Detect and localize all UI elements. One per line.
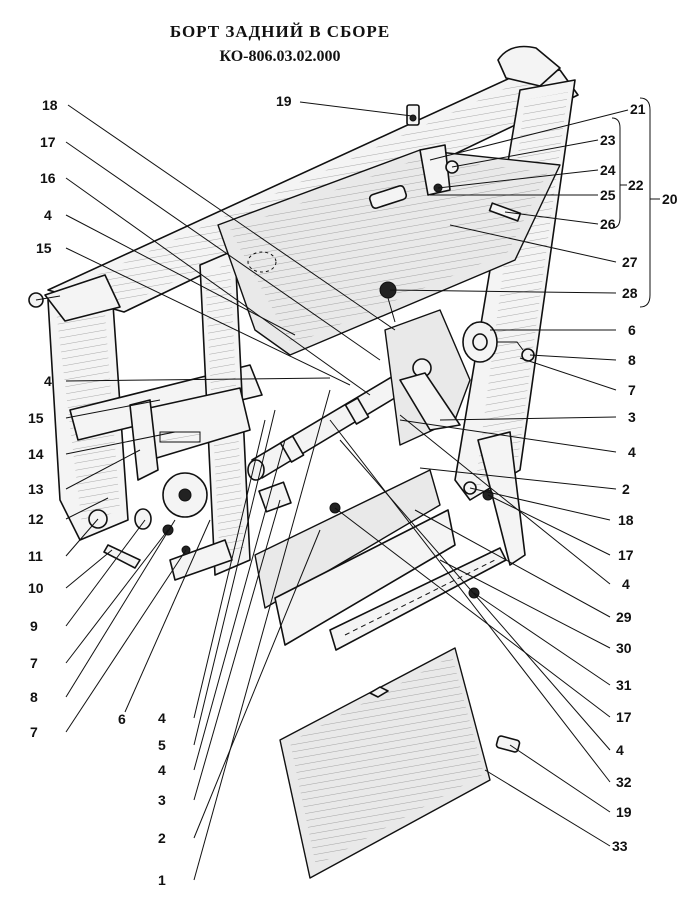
callout-top-19: 19 xyxy=(276,93,292,109)
top-cover-plate xyxy=(217,144,561,356)
callout-left-16: 16 xyxy=(40,170,56,186)
callout-right-29: 29 xyxy=(616,609,632,625)
left-mechanism xyxy=(88,387,292,581)
callout-left-8: 8 xyxy=(30,689,38,705)
callout-left-18: 18 xyxy=(42,97,58,113)
callout-left-9: 9 xyxy=(30,618,38,634)
callout-right-19: 19 xyxy=(616,804,632,820)
callout-left-17: 17 xyxy=(40,134,56,150)
callout-left-4b: 4 xyxy=(44,373,52,389)
callout-left-4a: 4 xyxy=(44,207,52,223)
callout-right-4c: 4 xyxy=(616,742,624,758)
callout-labels: 18 17 16 4 15 4 15 14 13 12 11 10 9 7 8 … xyxy=(28,93,678,888)
callout-left-13: 13 xyxy=(28,481,44,497)
callout-right-32: 32 xyxy=(616,774,632,790)
callout-bottom-5: 5 xyxy=(158,737,166,753)
diagram-title: БОРТ ЗАДНИЙ В СБОРЕ xyxy=(169,22,391,41)
callout-left-14: 14 xyxy=(28,446,44,462)
callout-left-10: 10 xyxy=(28,580,44,596)
callout-right-4b: 4 xyxy=(622,576,630,592)
callout-group-22: 22 xyxy=(628,177,644,193)
callout-bottom-6: 6 xyxy=(118,711,126,727)
callout-right-17a: 17 xyxy=(618,547,634,563)
callout-left-15b: 15 xyxy=(28,410,44,426)
callout-right-30: 30 xyxy=(616,640,632,656)
callout-bottom-2: 2 xyxy=(158,830,166,846)
callout-right-26: 26 xyxy=(600,216,616,232)
callout-left-7a: 7 xyxy=(30,655,38,671)
callout-right-31: 31 xyxy=(616,677,632,693)
callout-left-12: 12 xyxy=(28,511,44,527)
shaft-assembly xyxy=(247,281,535,566)
callout-right-18: 18 xyxy=(618,512,634,528)
callout-right-28: 28 xyxy=(622,285,638,301)
callout-group-20: 20 xyxy=(662,191,678,207)
callout-right-17b: 17 xyxy=(616,709,632,725)
callout-right-6: 6 xyxy=(628,322,636,338)
callout-right-8: 8 xyxy=(628,352,636,368)
callout-left-7b: 7 xyxy=(30,724,38,740)
callout-left-11: 11 xyxy=(28,548,43,564)
callout-right-7: 7 xyxy=(628,382,636,398)
leader-lines xyxy=(65,101,629,881)
callout-right-33: 33 xyxy=(612,838,628,854)
callout-right-24: 24 xyxy=(600,162,616,178)
callout-right-23: 23 xyxy=(600,132,616,148)
callout-bottom-4b: 4 xyxy=(158,762,166,778)
callout-left-15a: 15 xyxy=(36,240,52,256)
callout-bottom-3: 3 xyxy=(158,792,166,808)
callout-right-27: 27 xyxy=(622,254,638,270)
callout-bottom-4a: 4 xyxy=(158,710,166,726)
group-brackets xyxy=(611,97,651,308)
callout-bottom-1: 1 xyxy=(158,872,166,888)
callout-right-21: 21 xyxy=(630,101,646,117)
callout-right-4a: 4 xyxy=(628,444,636,460)
callout-right-3: 3 xyxy=(628,409,636,425)
diagram-code: КО-806.03.02.000 xyxy=(219,48,341,65)
callout-right-25: 25 xyxy=(600,187,616,203)
callout-right-2: 2 xyxy=(622,481,630,497)
